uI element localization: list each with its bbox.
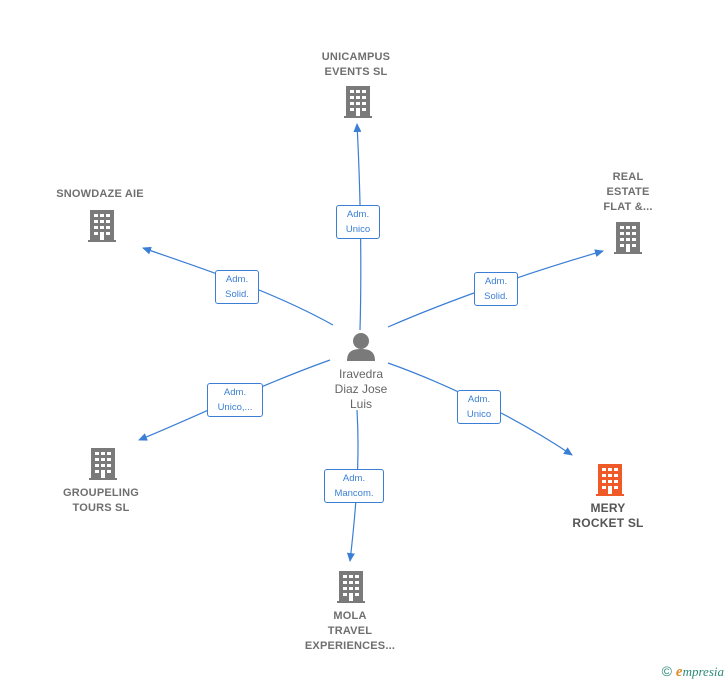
building-icon-mery-rocket[interactable] [596, 464, 624, 496]
brand-logo-text: mpresia [682, 664, 724, 679]
person-icon[interactable] [347, 333, 375, 361]
brand-footer: ©empresia [662, 663, 724, 681]
building-icon-snowdaze[interactable] [88, 210, 116, 242]
copyright-icon: © [661, 663, 672, 679]
node-label-groupeling[interactable]: GROUPELING TOURS SL [63, 487, 139, 514]
edge-label-snowdaze: Adm. Solid. [215, 270, 259, 304]
edge-label-mery-rocket: Adm. Unico [457, 390, 501, 424]
node-label-snowdaze[interactable]: SNOWDAZE AIE [56, 188, 144, 200]
node-label-mery-rocket[interactable]: MERY ROCKET SL [572, 501, 644, 530]
brand-logo-initial: e [675, 664, 683, 680]
building-icon-unicampus[interactable] [344, 86, 372, 118]
edge-label-real-estate: Adm. Solid. [474, 272, 518, 306]
edge-label-unicampus: Adm. Unico [336, 205, 380, 239]
node-label-real-estate[interactable]: REAL ESTATE FLAT &... [603, 171, 653, 213]
edge-label-mola: Adm. Mancom. [324, 469, 384, 503]
building-icon-groupeling[interactable] [89, 448, 117, 480]
center-person-label[interactable]: Iravedra Diaz Jose Luis [334, 367, 388, 411]
edge-label-groupeling: Adm. Unico,... [207, 383, 263, 417]
node-label-mola[interactable]: MOLA TRAVEL EXPERIENCES... [304, 610, 396, 652]
node-label-unicampus[interactable]: UNICAMPUS EVENTS SL [321, 51, 391, 78]
building-icon-real-estate[interactable] [614, 222, 642, 254]
building-icon-mola[interactable] [337, 571, 365, 603]
